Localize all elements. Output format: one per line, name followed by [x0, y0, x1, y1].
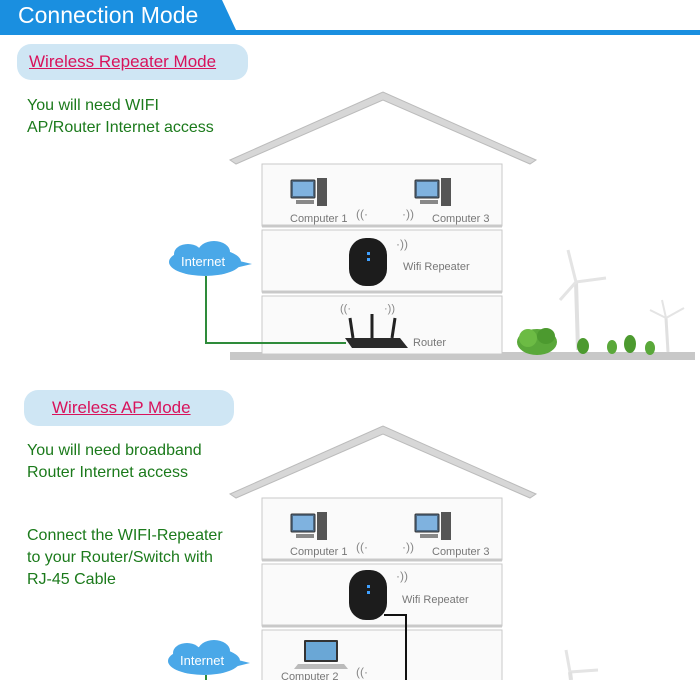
repeater-device-icon [349, 570, 387, 620]
header-bar [0, 0, 700, 35]
wifi-signal-icon: ·)) [384, 303, 395, 315]
ap-connect-line2: to your Router/Switch with [27, 549, 213, 566]
repeater-computer1-label: Computer 1 [290, 213, 347, 225]
house-floor-bottom [261, 629, 503, 680]
repeater-need-line2: AP/Router Internet access [27, 119, 214, 136]
repeater-wifi-label: Wifi Repeater [403, 261, 470, 273]
wifi-signal-icon: ((· [356, 665, 368, 679]
tree-icon [517, 328, 557, 355]
repeater-computer3-label: Computer 3 [432, 213, 489, 225]
computer-1-icon [290, 512, 327, 540]
ap-need-line2: Router Internet access [27, 464, 188, 481]
ap-need-line1: You will need broadband [27, 442, 202, 459]
internet-cloud-icon [168, 640, 250, 675]
wifi-signal-icon: ((· [356, 540, 368, 554]
router-icon [345, 314, 408, 348]
tree-icon [624, 335, 636, 353]
ap-connect-line3: RJ-45 Cable [27, 571, 116, 588]
computer-3-icon [414, 512, 451, 540]
repeater-mode-pill [17, 44, 248, 80]
wind-turbine-icon [558, 249, 607, 351]
laptop-icon [294, 640, 348, 669]
computer-3-icon [414, 178, 451, 206]
wifi-signal-icon: ((· [340, 303, 351, 315]
ap-internet-label: Internet [180, 653, 224, 668]
ap-computer3-label: Computer 3 [432, 546, 489, 558]
house-roof [228, 91, 538, 165]
computer-1-icon [290, 178, 327, 206]
house-floor-top [261, 497, 503, 561]
house-roof [228, 425, 538, 499]
house-floor-middle [261, 229, 503, 293]
tree-icon [645, 341, 655, 355]
tree-icon [607, 340, 617, 354]
wifi-signal-icon: ·)) [402, 207, 414, 221]
internet-cable [205, 276, 346, 344]
wifi-signal-icon: ·)) [396, 569, 408, 583]
wind-turbine-icon [649, 299, 685, 353]
repeater-need-line1: You will need WIFI [27, 97, 159, 114]
repeater-router-label: Router [413, 337, 446, 349]
wind-turbine-icon [564, 649, 599, 680]
house-floor-top [261, 163, 503, 227]
tree-icon [577, 338, 589, 354]
repeater-device-icon [349, 238, 387, 286]
rj45-cable [384, 614, 407, 680]
house-floor-bottom [261, 295, 503, 355]
ap-mode-pill [24, 390, 234, 426]
house-floor-middle [261, 563, 503, 627]
wifi-signal-icon: ·)) [402, 540, 414, 554]
ap-mode-label: Wireless AP Mode [52, 398, 191, 417]
wifi-signal-icon: ·)) [396, 237, 408, 251]
ap-computer1-label: Computer 1 [290, 546, 347, 558]
repeater-internet-label: Internet [181, 254, 225, 269]
ap-connect-line1: Connect the WIFI-Repeater [27, 527, 223, 544]
ap-wifi-label: Wifi Repeater [402, 594, 469, 606]
repeater-mode-label: Wireless Repeater Mode [29, 52, 217, 71]
ap-computer2-label: Computer 2 [281, 671, 338, 680]
wifi-signal-icon: ((· [356, 207, 368, 221]
page-title: Connection Mode [18, 2, 199, 28]
internet-cloud-icon [169, 241, 252, 276]
